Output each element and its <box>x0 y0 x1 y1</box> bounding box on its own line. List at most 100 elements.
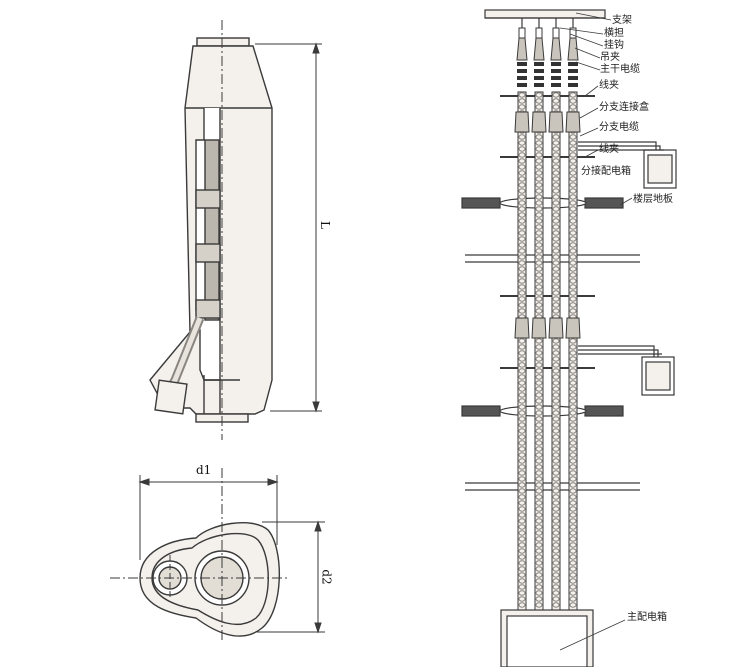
cable-link-0 <box>518 380 526 386</box>
cable-link-3 <box>569 602 577 608</box>
cable-link-0 <box>518 404 526 410</box>
cable-link-3 <box>569 98 577 104</box>
connector-side-view <box>149 20 273 440</box>
cable-link-2 <box>552 452 560 458</box>
cable-link-1 <box>535 542 543 548</box>
cable-link-3 <box>569 476 577 482</box>
cable-link-2 <box>552 590 560 596</box>
cable-band-2-0 <box>551 62 561 66</box>
cable-link-3 <box>569 566 577 572</box>
cable-link-0 <box>518 428 526 434</box>
cable-link-2 <box>552 182 560 188</box>
cable-link-3 <box>569 518 577 524</box>
cable-link-3 <box>569 284 577 290</box>
cable-link-3 <box>569 536 577 542</box>
cable-link-0 <box>518 596 526 602</box>
cable-link-2 <box>552 368 560 374</box>
cable-link-2 <box>552 386 560 392</box>
dimension-d1-label: d1 <box>196 463 212 477</box>
cable-link-3 <box>569 410 577 416</box>
cable-columns <box>514 18 581 611</box>
cable-link-2 <box>552 554 560 560</box>
cable-link-0 <box>518 584 526 590</box>
cable-link-3 <box>569 500 577 506</box>
label-main-distribution-box: 主配电箱 <box>627 612 667 623</box>
cable-link-0 <box>518 536 526 542</box>
cable-link-3 <box>569 374 577 380</box>
cable-link-2 <box>552 290 560 296</box>
cable-link-0 <box>518 398 526 404</box>
cable-link-0 <box>518 446 526 452</box>
cable-link-1 <box>535 158 543 164</box>
cable-link-1 <box>535 188 543 194</box>
cable-link-0 <box>518 176 526 182</box>
cable-link-0 <box>518 236 526 242</box>
cable-link-0 <box>518 272 526 278</box>
cable-link-0 <box>518 542 526 548</box>
cable-link-3 <box>569 512 577 518</box>
branch-box-upper-0 <box>514 111 530 133</box>
cable-link-2 <box>552 344 560 350</box>
cable-link-3 <box>569 308 577 314</box>
cable-link-2 <box>552 578 560 584</box>
cable-link-3 <box>569 188 577 194</box>
cable-link-1 <box>535 290 543 296</box>
cable-link-3 <box>569 140 577 146</box>
cable-link-2 <box>552 392 560 398</box>
branch-box-lower-1 <box>531 317 547 339</box>
cable-link-3 <box>569 422 577 428</box>
cable-link-1 <box>535 266 543 272</box>
cable-link-1 <box>535 494 543 500</box>
cable-link-2 <box>552 152 560 158</box>
cable-link-2 <box>552 140 560 146</box>
cable-link-0 <box>518 440 526 446</box>
cable-link-3 <box>569 572 577 578</box>
cable-link-1 <box>535 104 543 110</box>
cable-link-2 <box>552 212 560 218</box>
cable-link-0 <box>518 356 526 362</box>
cable-link-1 <box>535 278 543 284</box>
cable-link-0 <box>518 284 526 290</box>
main-distribution-box <box>500 609 594 667</box>
cable-link-3 <box>569 212 577 218</box>
label-hook: 挂钩 <box>604 40 624 51</box>
cable-link-3 <box>569 170 577 176</box>
label-distribution-box: 分接配电箱 <box>581 166 631 177</box>
label-bracket: 支架 <box>612 15 632 26</box>
cable-link-2 <box>552 194 560 200</box>
cable-link-3 <box>569 260 577 266</box>
cable-link-3 <box>569 92 577 98</box>
dimension-d2-label: d2 <box>319 569 334 585</box>
cable-link-3 <box>569 290 577 296</box>
cable-link-3 <box>569 200 577 206</box>
cable-link-1 <box>535 572 543 578</box>
cable-link-0 <box>518 494 526 500</box>
cable-link-2 <box>552 596 560 602</box>
cable-link-3 <box>569 182 577 188</box>
cable-link-1 <box>535 410 543 416</box>
cable-link-2 <box>552 398 560 404</box>
cable-link-2 <box>552 308 560 314</box>
branch-shoe <box>154 379 188 415</box>
label-clamp-hanger: 吊夹 <box>600 52 620 63</box>
cable-link-0 <box>518 518 526 524</box>
cable-link-0 <box>518 98 526 104</box>
cable-link-2 <box>552 506 560 512</box>
cable-link-1 <box>535 458 543 464</box>
cable-link-1 <box>535 260 543 266</box>
cable-link-2 <box>552 278 560 284</box>
cable-link-1 <box>535 524 543 530</box>
cable-link-1 <box>535 560 543 566</box>
cable-link-2 <box>552 440 560 446</box>
cable-link-1 <box>535 428 543 434</box>
cable-link-2 <box>552 134 560 140</box>
cable-link-1 <box>535 236 543 242</box>
cable-link-1 <box>535 584 543 590</box>
cable-link-1 <box>535 206 543 212</box>
cable-link-1 <box>535 152 543 158</box>
cable-link-0 <box>518 410 526 416</box>
cable-link-0 <box>518 482 526 488</box>
cable-link-3 <box>569 452 577 458</box>
dimension-L <box>255 42 322 413</box>
